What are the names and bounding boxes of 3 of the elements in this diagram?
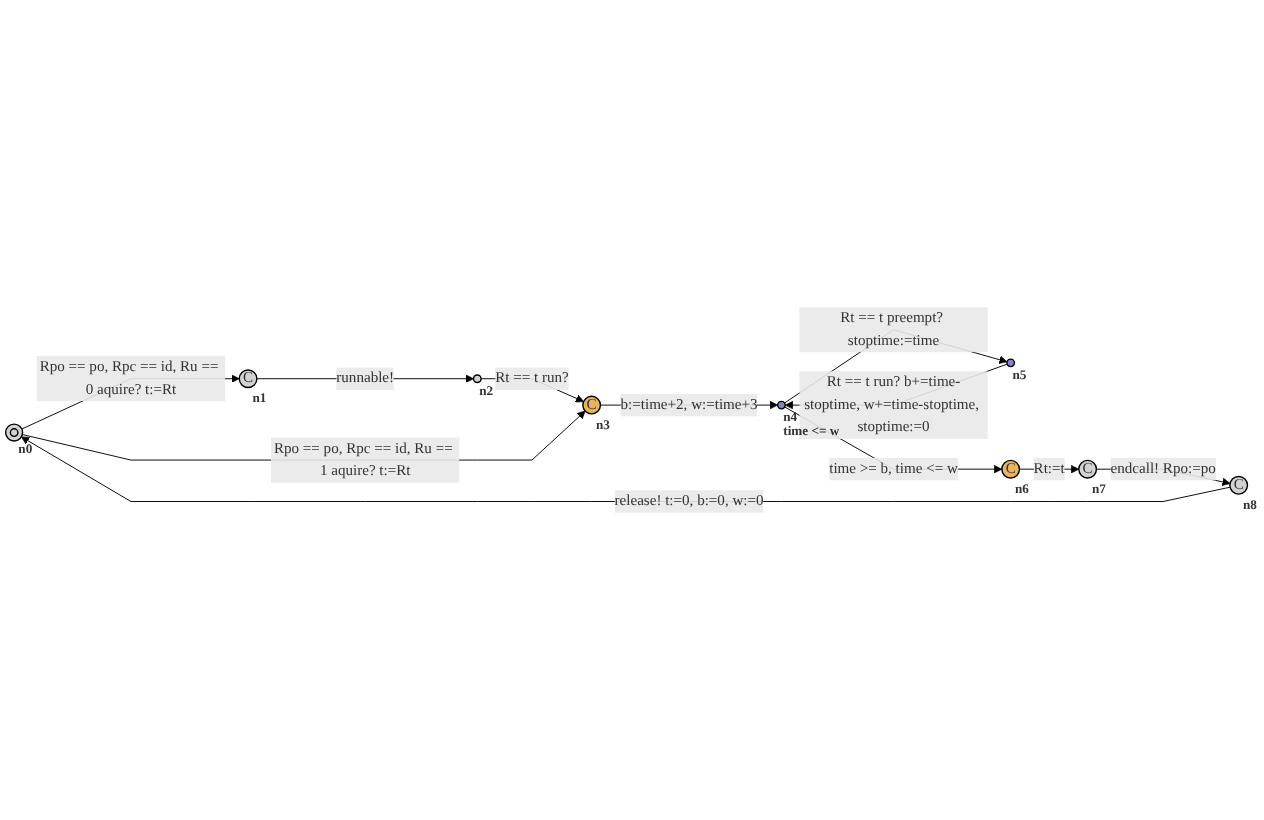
node-circle: [776, 400, 786, 410]
node-circle: [1006, 358, 1016, 368]
node-circle: [472, 374, 482, 384]
